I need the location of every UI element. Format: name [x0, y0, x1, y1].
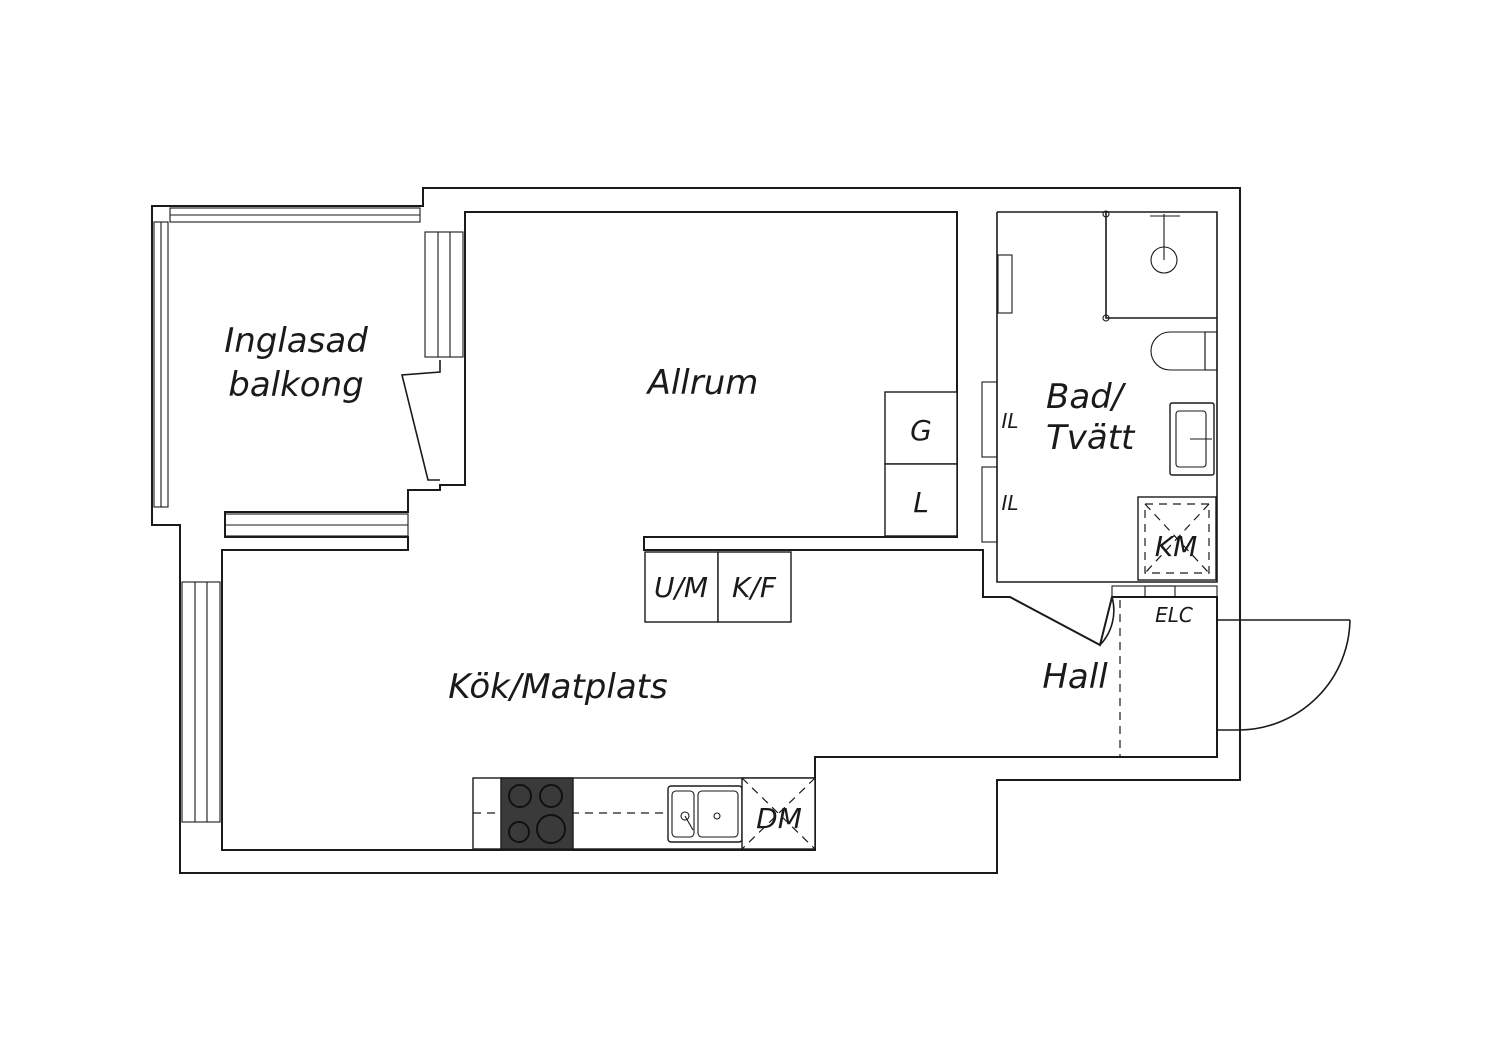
wardrobe-units [884, 391, 958, 537]
room-label-balcony-2: balkong [228, 365, 364, 405]
fixture-label-dm: DM [756, 802, 802, 835]
room-label-balcony-1: Inglasad [224, 321, 368, 361]
bathroom-door [1099, 596, 1115, 646]
hall-details [1111, 585, 1218, 757]
sink [667, 785, 743, 843]
room-label-bath-2: Tvätt [1046, 418, 1136, 458]
room-label-hall: Hall [1042, 657, 1108, 697]
room-label-bath-1: Bad/ [1046, 377, 1127, 417]
fixture-label-km: KM [1155, 530, 1198, 563]
fixture-label-g: G [910, 414, 932, 447]
fixture-label-il-1: IL [1001, 409, 1018, 433]
hob-burner [539, 784, 563, 808]
fixture-label-kf: K/F [732, 571, 777, 604]
fixture-label-l: L [913, 486, 929, 519]
room-label-living: Allrum [646, 363, 759, 403]
fixture-label-um: U/M [654, 571, 708, 604]
interior-floor [221, 211, 1218, 851]
hob-burner [536, 814, 566, 844]
balcony-glazing [153, 207, 464, 823]
hob-burner [508, 784, 532, 808]
bathroom-walls [996, 211, 1218, 583]
bathroom-fixtures [981, 210, 1218, 581]
fixture-label-elc: ELC [1155, 603, 1193, 627]
fixture-label-il-2: IL [1001, 491, 1018, 515]
entrance-door [1217, 597, 1351, 731]
fridge-freezer-units [644, 551, 792, 623]
balcony-door [400, 360, 441, 481]
room-label-kitchen: Kök/Matplats [448, 667, 667, 707]
kitchen-counter [472, 777, 816, 850]
toilet [1150, 331, 1206, 371]
hob-burner [508, 821, 530, 843]
